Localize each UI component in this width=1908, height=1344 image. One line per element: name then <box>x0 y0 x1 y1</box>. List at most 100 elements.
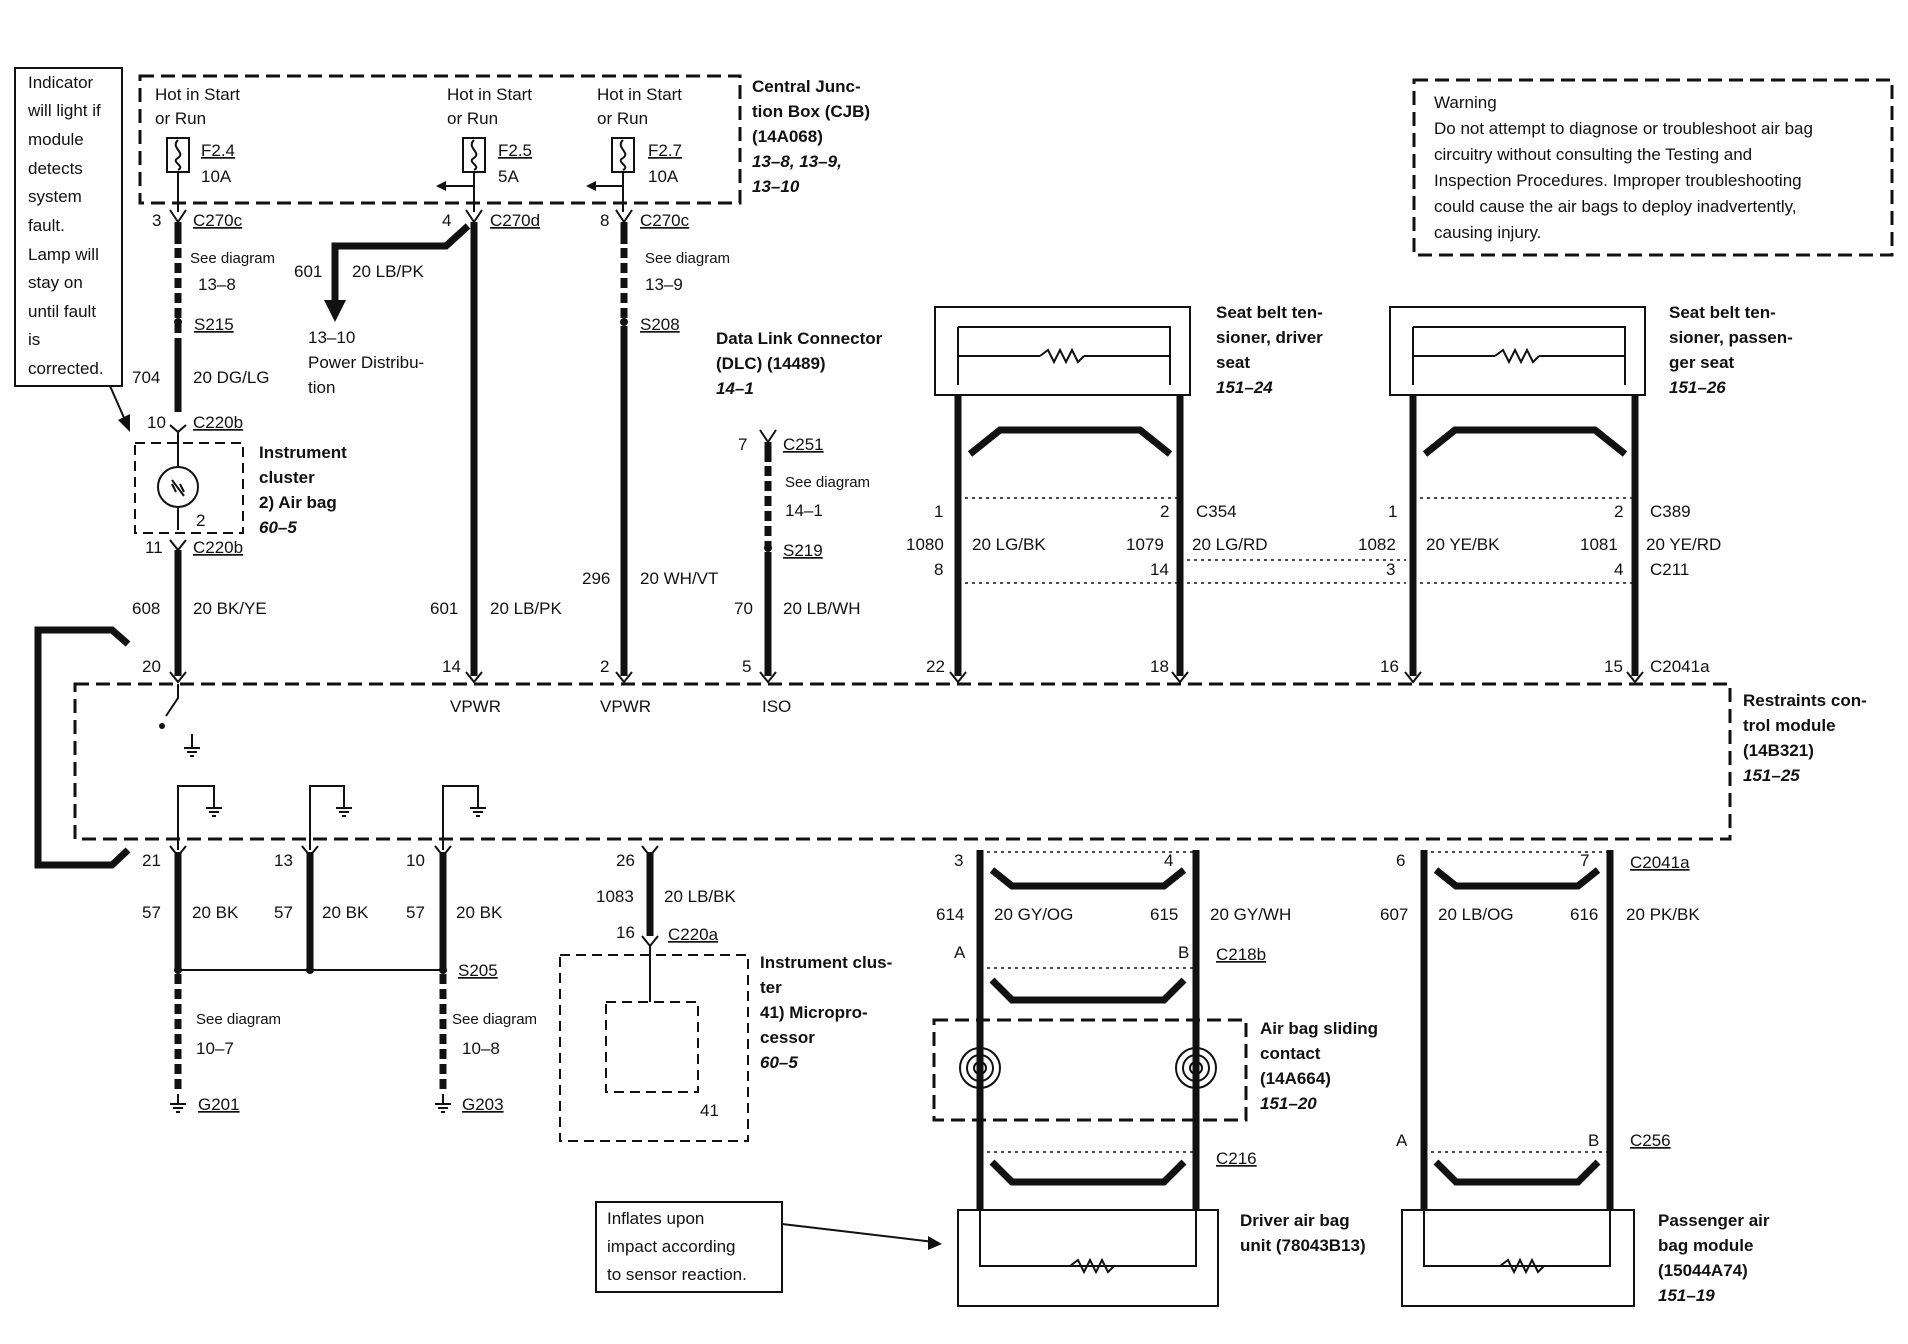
wire-number: 1082 <box>1358 535 1396 554</box>
hot-label: Hot in Start <box>447 85 532 104</box>
warning-box: Warning Do not attempt to diagnose or tr… <box>1412 78 1894 257</box>
pin-number: 8 <box>934 560 943 579</box>
pin-number: 16 <box>1380 657 1399 676</box>
warning-line: could cause the air bags to deploy inadv… <box>1434 197 1797 216</box>
wire-number: 615 <box>1150 905 1178 924</box>
indicator-line: until fault <box>28 302 96 321</box>
wire-number: 704 <box>132 368 160 387</box>
see-diagram-ref: 13–8 <box>198 275 236 294</box>
tensioner-title: Seat belt ten- <box>1669 303 1776 322</box>
rcm-title: (14B321) <box>1743 741 1814 760</box>
pin-number: A <box>954 943 966 962</box>
power-dist-label: 13–10 <box>308 328 355 347</box>
fuse-rating: 10A <box>201 167 232 186</box>
dlc-circuit: Data Link Connector (DLC) (14489) 14–1 7… <box>716 329 883 716</box>
warning-line: Inspection Procedures. Improper troubles… <box>1434 171 1802 190</box>
dlc-title: Data Link Connector <box>716 329 883 348</box>
fuse-rating: 10A <box>648 167 679 186</box>
pin-number: 2 <box>196 511 205 530</box>
pin-number: 3 <box>152 211 161 230</box>
pin-number: B <box>1588 1131 1599 1150</box>
splice-s219: S219 <box>783 541 823 560</box>
indicator-note: Indicator will light if module detects s… <box>14 67 130 432</box>
wire-number: 608 <box>132 599 160 618</box>
hot-label: Hot in Start <box>155 85 240 104</box>
hot-label: Hot in Start <box>597 85 682 104</box>
central-junction-box: Central Junc- tion Box (CJB) (14A068) 13… <box>138 74 870 212</box>
hot-label: or Run <box>447 109 498 128</box>
lamp-return-wire <box>34 626 131 869</box>
connector-c218b: C218b <box>1216 945 1266 964</box>
pin-number: 1 <box>1388 502 1397 521</box>
connector-c251: C251 <box>783 435 824 454</box>
cjb-title: tion Box (CJB) <box>752 102 870 121</box>
micro-title: 41) Micropro- <box>760 1003 868 1022</box>
indicator-line: fault. <box>28 216 65 235</box>
pin-number: 16 <box>616 923 635 942</box>
pin-number: 8 <box>600 211 609 230</box>
wire-number: 601 <box>294 262 322 281</box>
tensioner-driver: Seat belt ten- sioner, driver seat 151–2… <box>906 303 1406 684</box>
pin-number: 18 <box>1150 657 1169 676</box>
clockspring-ref: 151–20 <box>1260 1094 1317 1113</box>
vpwr-601-circuit: 4 C270d 601 20 LB/PK 13–10 Power Distrib… <box>294 209 562 716</box>
wire-number: 1083 <box>596 887 634 906</box>
indicator-line: module <box>28 130 84 149</box>
see-diagram-ref: 10–7 <box>196 1039 234 1058</box>
pin-number: 4 <box>1164 851 1173 870</box>
pin-number: 7 <box>1580 851 1589 870</box>
tensioner-passenger: Seat belt ten- sioner, passen- ger seat … <box>1358 303 1793 684</box>
rcm-title: Restraints con- <box>1743 691 1867 710</box>
micro-ref: 60–5 <box>760 1053 798 1072</box>
wire-number: 614 <box>936 905 964 924</box>
wire-number: 70 <box>734 599 753 618</box>
wire-number: 607 <box>1380 905 1408 924</box>
power-dist-label: Power Distribu- <box>308 353 424 372</box>
connector-c389: C389 <box>1650 502 1691 521</box>
driver-bag-title: unit (78043B13) <box>1240 1236 1366 1255</box>
hot-label: or Run <box>155 109 206 128</box>
pin-number: 14 <box>1150 560 1169 579</box>
pin-number: 26 <box>616 851 635 870</box>
pin-number: 41 <box>700 1101 719 1120</box>
see-diagram: See diagram <box>785 474 870 491</box>
pin-number: 15 <box>1604 657 1623 676</box>
fuse-id: F2.4 <box>201 141 235 160</box>
fuse-icon <box>611 137 635 173</box>
lamp-icon <box>157 466 199 508</box>
pin-number: A <box>1396 1131 1408 1150</box>
see-diagram: See diagram <box>645 250 730 267</box>
ic-title: 2) Air bag <box>259 493 337 512</box>
micro-title: Instrument clus- <box>760 953 892 972</box>
pin-number: 3 <box>1386 560 1395 579</box>
pin-number: 1 <box>934 502 943 521</box>
indicator-line: detects <box>28 159 83 178</box>
pin-number: 14 <box>442 657 461 676</box>
pin-number: 11 <box>145 538 163 557</box>
restraints-control-module: Restraints con- trol module (14B321) 151… <box>73 682 1867 850</box>
cjb-title: Central Junc- <box>752 77 861 96</box>
tensioner-title: Seat belt ten- <box>1216 303 1323 322</box>
indicator-line: is <box>28 330 40 349</box>
wire-color: 20 LG/RD <box>1192 535 1268 554</box>
left-circuit: 3 C270c See diagram 13–8 S215 704 20 DG/… <box>132 209 347 684</box>
wire-color: 20 BK <box>322 903 369 922</box>
ground-g203: G203 <box>462 1095 504 1114</box>
pin-number: 2 <box>600 657 609 676</box>
inflate-note: Inflates upon <box>607 1209 704 1228</box>
wire-color: 20 DG/LG <box>193 368 270 387</box>
wire-number: 57 <box>406 903 425 922</box>
connector-c270c: C270c <box>193 211 243 230</box>
wire-number: 57 <box>142 903 161 922</box>
connector-c354: C354 <box>1196 502 1237 521</box>
wire-color: 20 GY/OG <box>994 905 1073 924</box>
clockspring-title: Air bag sliding <box>1260 1019 1378 1038</box>
connector-c270d: C270d <box>490 211 540 230</box>
pass-bag-title: Passenger air <box>1658 1211 1770 1230</box>
ic-title: Instrument <box>259 443 347 462</box>
micro-title: cessor <box>760 1028 815 1047</box>
tensioner-title: ger seat <box>1669 353 1735 372</box>
pin-number: 20 <box>142 657 161 676</box>
pin-number: 6 <box>1396 851 1405 870</box>
pass-bag-ref: 151–19 <box>1658 1286 1715 1305</box>
